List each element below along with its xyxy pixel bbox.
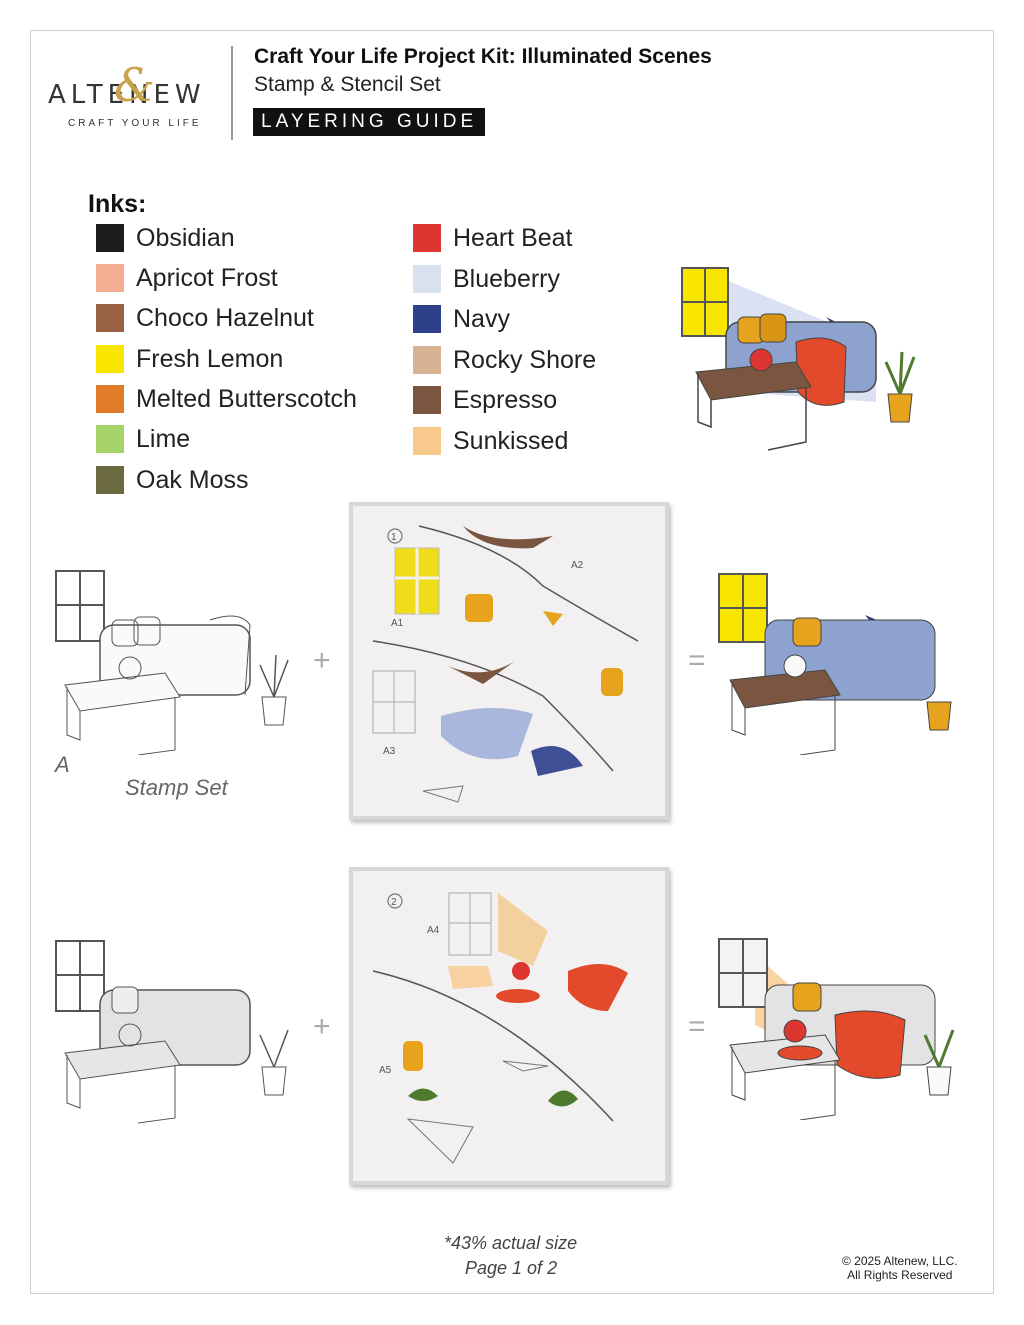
ink-item: Choco Hazelnut: [96, 303, 314, 333]
inks-heading: Inks:: [88, 190, 147, 218]
ink-swatch: [413, 346, 441, 374]
ink-item: Apricot Frost: [96, 263, 278, 293]
ink-item: Obsidian: [96, 223, 235, 253]
ink-item: Melted Butterscotch: [96, 384, 357, 414]
ink-name: Rocky Shore: [453, 345, 597, 374]
flower-bouquet: [749, 348, 773, 372]
ink-name: Oak Moss: [136, 465, 249, 494]
stencil-label: A1: [391, 618, 404, 629]
plus-sign: +: [313, 1010, 331, 1043]
ink-name: Obsidian: [136, 223, 235, 252]
equals-sign: =: [688, 644, 706, 677]
result-scene-2: [718, 938, 955, 1120]
header-divider: [231, 46, 233, 140]
ink-swatch: [413, 386, 441, 414]
brand-tagline: CRAFT YOUR LIFE: [68, 118, 202, 129]
ink-swatch: [413, 427, 441, 455]
stencil-panel-1: A1 A2 A3 1: [349, 502, 669, 820]
altenew-logo: ALTENEW & CRAFT YOUR LIFE: [48, 58, 218, 142]
size-note: *43% actual size: [444, 1233, 578, 1253]
stamp-scene-outline-1: [55, 570, 289, 755]
cushion: [759, 313, 787, 343]
equals-sign: =: [688, 1010, 706, 1043]
plus-sign: +: [313, 644, 331, 677]
ink-item: Espresso: [413, 385, 557, 415]
ink-name: Espresso: [453, 385, 558, 414]
copyright: © 2025 Altenew, LLC. All Rights Reserved: [842, 1254, 958, 1282]
stencil-label: A3: [383, 746, 396, 757]
ink-name: Choco Hazelnut: [136, 303, 314, 332]
stencil-panel-2: 2 A4 A5: [349, 867, 669, 1185]
page-title: Craft Your Life Project Kit: Illuminated…: [254, 45, 712, 68]
plant-pot: [887, 393, 913, 423]
throw-blanket: [795, 337, 847, 406]
ink-item: Heart Beat: [413, 223, 573, 253]
ink-swatch: [413, 305, 441, 333]
copyright-line: © 2025 Altenew, LLC.: [842, 1254, 958, 1268]
page-subtitle: Stamp & Stencil Set: [254, 73, 441, 96]
page-frame: [30, 30, 994, 1294]
finished-scene-illustration: [681, 267, 916, 451]
ink-swatch: [413, 265, 441, 293]
ink-name: Fresh Lemon: [136, 344, 284, 373]
ink-swatch: [96, 304, 124, 332]
stamp-set-caption: Stamp Set: [125, 775, 228, 800]
layering-guide-badge: LAYERING GUIDE: [253, 108, 486, 136]
stencil-2-shapes: 2 A4 A5: [372, 892, 628, 1164]
stamp-scene-outline-2: [55, 940, 289, 1124]
brand-name: ALTENEW: [48, 80, 206, 110]
stencil-number: 2: [391, 897, 397, 908]
ink-swatch: [413, 224, 441, 252]
stencil-label: A5: [379, 1065, 392, 1076]
ink-item: Fresh Lemon: [96, 344, 283, 374]
ampersand-icon: &: [114, 58, 155, 112]
ink-item: Navy: [413, 304, 510, 334]
ink-item: Blueberry: [413, 264, 560, 294]
ink-name: Melted Butterscotch: [136, 384, 357, 413]
ink-item: Sunkissed: [413, 426, 568, 456]
ink-swatch: [96, 345, 124, 373]
ink-swatch: [96, 224, 124, 252]
plant: [884, 351, 916, 395]
ink-swatch: [96, 264, 124, 292]
stencil-1-shapes: A1 A2 A3 1: [372, 525, 639, 803]
ink-swatch: [96, 385, 124, 413]
rights-line: All Rights Reserved: [847, 1268, 953, 1282]
ink-item: Lime: [96, 424, 190, 454]
stamp-label: A: [55, 752, 70, 777]
result-scene-1: [718, 573, 952, 755]
ink-name: Lime: [136, 424, 191, 453]
ink-swatch: [96, 466, 124, 494]
ink-name: Heart Beat: [453, 223, 573, 252]
stencil-number: 1: [391, 532, 397, 543]
ink-name: Blueberry: [453, 264, 560, 293]
page-number: Page 1 of 2: [465, 1258, 558, 1278]
ink-name: Sunkissed: [453, 426, 569, 455]
ink-item: Oak Moss: [96, 465, 249, 495]
table-outline: [64, 672, 181, 712]
ink-item: Rocky Shore: [413, 345, 596, 375]
ink-swatch: [96, 425, 124, 453]
stencil-label: A2: [571, 560, 584, 571]
ink-name: Apricot Frost: [136, 263, 278, 292]
ink-name: Navy: [453, 304, 510, 333]
stencil-label: A4: [427, 925, 440, 936]
